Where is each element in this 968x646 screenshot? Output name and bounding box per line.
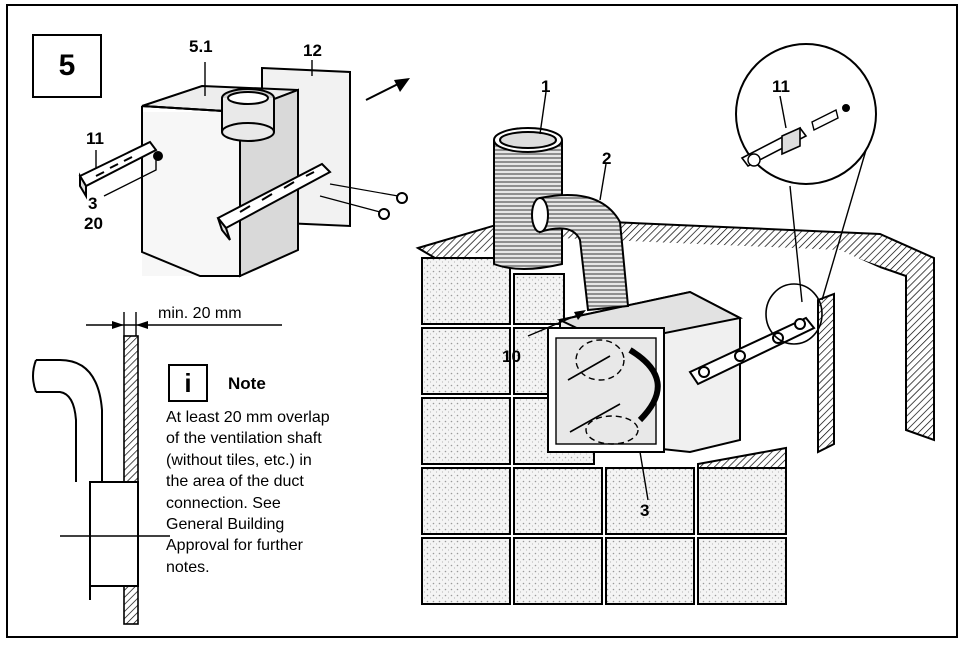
label-12: 12 [303,41,322,60]
note-line: connection. See [166,494,281,512]
note-line: Approval for further [166,537,303,555]
direction-arrow-icon [365,78,410,101]
duct-bend [36,359,103,482]
shaft-installation [415,43,935,605]
label-1: 1 [541,77,551,96]
note-line: At least 20 mm overlap [166,409,330,426]
dimension-label: min. 20 mm [158,305,242,322]
label-5-1: 5.1 [189,37,213,56]
label-3-left: 3 [88,194,98,213]
fan-unit-drawing [78,66,408,278]
note-line: the area of the duct [166,473,304,491]
wall-bracket [688,316,816,386]
label-2: 2 [602,149,612,168]
note-line: General Building [166,516,285,534]
leader-lines-scene [527,91,787,501]
note-line: (without tiles, etc.) in [166,451,312,469]
leader-lines-fan [95,60,313,197]
info-icon: i [168,364,208,402]
wall-section-detail [32,312,282,625]
label-20: 20 [84,214,103,233]
vertical-duct [493,140,563,270]
step-number: 5 [32,34,102,98]
duct-connector [89,481,139,587]
diagram-frame [6,4,958,638]
note-body: At least 20 mm overlap of the ventilatio… [166,407,406,578]
label-3-right: 3 [640,501,650,520]
label-11-right: 11 [772,77,790,96]
note-line: notes. [166,558,210,576]
note-line: of the ventilation shaft [166,430,322,448]
label-11-left: 11 [86,129,104,148]
fan-housing-front [142,112,240,276]
flexible-elbow [539,194,630,312]
note-title: Note [228,374,266,393]
label-10: 10 [502,347,521,366]
